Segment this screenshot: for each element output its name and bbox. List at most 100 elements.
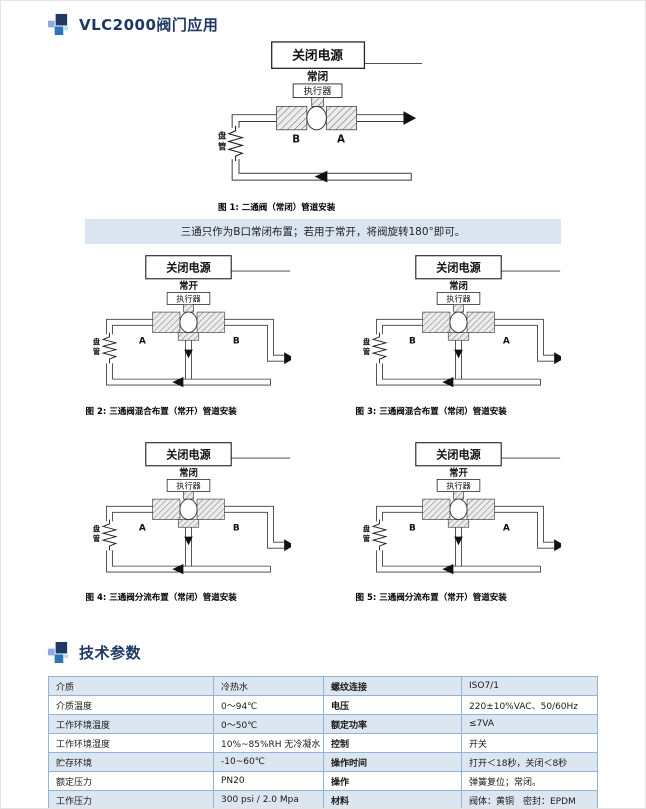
valve-body-left (421, 498, 450, 520)
coil-label-bottom: 管 (362, 347, 369, 356)
spec-value: 10%~85%RH 无冷凝水 (213, 733, 324, 754)
power-label: 关闭电源 (436, 447, 481, 461)
actuator-label: 执行器 (304, 85, 332, 97)
page-title: VLC2000阀门应用 (79, 16, 219, 34)
coil-label-bottom: 管 (92, 534, 99, 543)
valve-body-right (466, 498, 495, 520)
coil-label-bottom: 管 (92, 347, 99, 356)
valve-stem (452, 490, 464, 500)
port-label-left: B (408, 337, 415, 347)
valve-body-bottom (177, 519, 199, 528)
coil-label-bottom: 管 (362, 534, 369, 543)
port-label-left: B (408, 523, 415, 533)
coil-symbol (370, 519, 388, 551)
specs-table: 介质 冷热水 螺纹连接 ISO7/1 介质温度 0～94℃ 电压 220±10%… (48, 676, 598, 808)
spec-row: 介质 冷热水 螺纹连接 ISO7/1 (48, 676, 598, 697)
pipe-outlet-inner (223, 325, 284, 362)
flow-arrow-down-icon (453, 350, 463, 359)
pipe-left-bottom-inner (238, 121, 412, 174)
valve-state-label: 常闭 (179, 467, 198, 479)
section-title: 技术参数 (79, 644, 142, 663)
coil-label-top: 盘 (218, 131, 227, 141)
port-label-left: A (138, 523, 145, 533)
spec-value: PN20 (213, 771, 324, 792)
coil-symbol (100, 519, 118, 551)
spec-label: 贮存环境 (48, 752, 214, 773)
valve-body-left (151, 312, 180, 334)
figure: 关闭电源 常闭 执行器 盘 管 A B 图 4: 三通阀分流布置（常闭）管道安装 (86, 441, 294, 603)
valve-body-left (151, 498, 180, 520)
coil-symbol (370, 332, 388, 364)
spec-label: 工作压力 (48, 790, 214, 808)
three-way-valve-diagram: 关闭电源 常闭 执行器 盘 管 B A (362, 255, 564, 388)
flow-arrow-left-icon (314, 170, 328, 183)
flow-arrow-left-icon (171, 377, 183, 388)
spec-row: 介质温度 0～94℃ 电压 220±10%VAC、50/60Hz (48, 695, 598, 716)
coil-symbol (226, 125, 245, 162)
pipe-outlet-inner (493, 511, 554, 549)
pipe-bypass (184, 527, 192, 566)
port-label-right: A (337, 133, 345, 145)
coil-symbol (100, 332, 118, 364)
pipe-loop-outer (375, 319, 541, 386)
pipe-outlet-outer (223, 319, 284, 357)
spec-value: 300 psi / 2.0 Mpa (213, 790, 324, 808)
pipe-left-bottom (231, 114, 412, 181)
spec-value: ISO7/1 (461, 676, 598, 697)
spec-label: 额定压力 (48, 771, 214, 792)
flow-arrow-down-icon (453, 536, 463, 545)
coil-label-top: 盘 (92, 338, 100, 347)
section-header: 技术参数 (1, 629, 645, 664)
figure-caption: 图 1: 二通阀（常闭）管道安装 (218, 203, 336, 214)
power-label: 关闭电源 (166, 261, 211, 275)
flow-arrow-down-icon (183, 536, 193, 545)
spec-row: 工作环境温度 0～50℃ 额定功率 ≤7VA (48, 714, 598, 735)
spec-label: 工作环境温度 (48, 714, 214, 735)
pipe-outlet-inner (223, 511, 284, 549)
valve-body-bottom (177, 332, 199, 341)
spec-row: 额定压力 PN20 操作 弹簧复位；常闭。 (48, 771, 598, 792)
valve-ball (179, 312, 197, 334)
flow-arrow-left-icon (171, 563, 183, 575)
spec-label: 材料 (323, 790, 462, 808)
spec-value: 阀体：黄铜 密封：EPDM (461, 790, 598, 808)
figure-1: 关闭电源 常闭 执行器 盘 管 B A 图 1: 二通阀（常闭）管道安装 (218, 40, 428, 213)
valve-body-bottom (447, 519, 469, 528)
flow-arrow-right-icon (283, 538, 294, 551)
actuator-label: 执行器 (176, 480, 200, 490)
valve-stem (182, 490, 194, 500)
three-way-valve-diagram: 关闭电源 常闭 执行器 盘 管 A B (92, 441, 294, 575)
spec-value: 冷热水 (213, 676, 324, 697)
valve-body-right (466, 312, 495, 334)
spec-label: 操作 (323, 771, 462, 792)
valve-ball (449, 498, 467, 520)
port-label-left: B (292, 133, 300, 145)
spec-value: 0～94℃ (213, 695, 324, 716)
valve-ball (449, 312, 467, 334)
spec-label: 电压 (323, 695, 462, 716)
spec-value: -10~60℃ (213, 752, 324, 773)
actuator-power-box (144, 255, 232, 280)
pipe-outlet-outer (493, 319, 554, 357)
valve-body-left (421, 312, 450, 334)
valve-body-right (196, 498, 225, 520)
actuator-power-box (271, 41, 366, 69)
pipe-bypass (454, 527, 462, 566)
pipe-loop-outer (105, 319, 271, 386)
port-label-right: B (232, 523, 239, 533)
figure: 关闭电源 常开 执行器 盘 管 B A 图 5: 三通阀分流布置（常开）管道安装 (355, 441, 564, 603)
doc-header: VLC2000阀门应用 (1, 1, 645, 36)
valve-stem (452, 304, 464, 313)
flow-arrow-left-icon (441, 563, 453, 575)
figure-caption: 图 5: 三通阀分流布置（常开）管道安装 (355, 592, 507, 603)
spec-label: 控制 (323, 733, 462, 754)
port-label-right: A (502, 523, 509, 533)
valve-body-left (276, 105, 308, 131)
flow-arrow-right-icon (553, 352, 564, 365)
figure-1-diagram: 关闭电源 常闭 执行器 盘 管 B A (218, 41, 423, 183)
actuator-power-box (144, 441, 232, 467)
valve-stem (182, 304, 194, 313)
spec-row: 工作压力 300 psi / 2.0 Mpa 材料 阀体：黄铜 密封：EPDM (48, 790, 598, 808)
note-text: 三通只作为B口常闭布置；若用于常开，将阀旋转180°即可。 (180, 226, 466, 239)
three-way-valve-diagram: 关闭电源 常开 执行器 盘 管 A B (92, 255, 294, 388)
